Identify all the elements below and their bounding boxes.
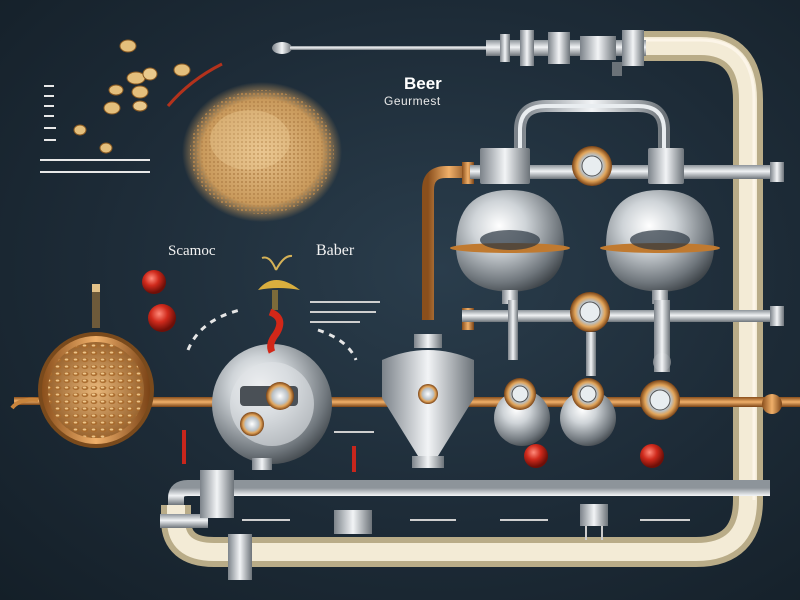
cream-return-pipe xyxy=(161,30,763,567)
pressure-gauge-icon xyxy=(266,382,294,410)
fermenter-tank-left xyxy=(450,190,570,304)
grain-seeds xyxy=(73,39,223,154)
lower-drain-pipe xyxy=(160,470,770,580)
hop-cone-icon xyxy=(258,254,300,354)
flow-arrows xyxy=(186,308,358,361)
conical-hopper xyxy=(382,334,474,468)
grain-bowl-icon xyxy=(38,284,154,448)
red-valve-icon xyxy=(142,270,664,472)
legend-marks xyxy=(40,85,150,173)
upper-manifold xyxy=(470,146,780,186)
wall-stubs xyxy=(770,162,784,326)
spoon-icon xyxy=(272,42,490,54)
mash-tun xyxy=(212,344,332,470)
malt-pile xyxy=(182,82,342,222)
stage-label-left: Scamoc xyxy=(168,243,216,259)
stage-label-right: Baber xyxy=(316,242,355,259)
diagram-title: Beer xyxy=(404,74,442,93)
fine-print-lines xyxy=(242,301,690,521)
top-valve-assembly xyxy=(486,30,646,76)
bowl-handle xyxy=(10,397,39,410)
diagram-subtitle: Geurmest xyxy=(384,94,441,108)
tank-arch-pipe xyxy=(514,100,670,160)
middle-manifold xyxy=(462,292,780,376)
fermenter-tank-right xyxy=(600,190,720,304)
